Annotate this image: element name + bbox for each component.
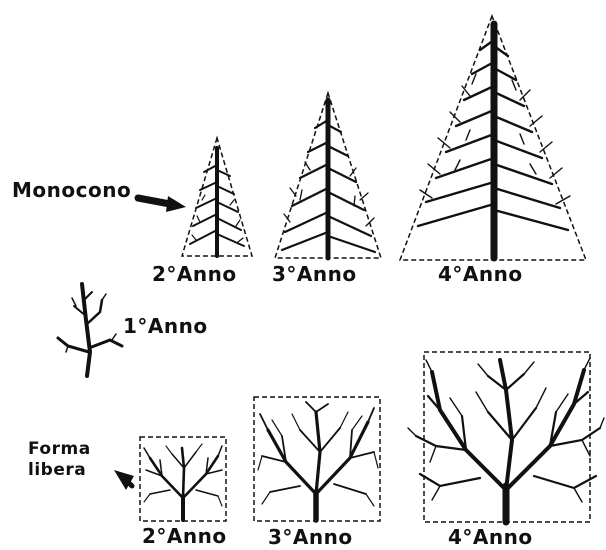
monocono-arrow [138, 196, 186, 212]
monocono-tree-year2 [182, 138, 252, 256]
libera-tree-year4 [408, 352, 604, 522]
label-monocono: Monocono [12, 180, 131, 200]
libera-tree-year3 [254, 397, 380, 521]
sapling-year1 [58, 284, 122, 376]
monocono-tree-year4 [400, 16, 586, 260]
label-libera-anno4: 4°Anno [448, 527, 533, 547]
libera-arrow [114, 470, 134, 490]
label-forma: Forma [28, 441, 91, 458]
libera-tree-year2 [140, 437, 226, 521]
label-anno1: 1°Anno [123, 316, 208, 336]
label-mono-anno4: 4°Anno [438, 264, 523, 284]
monocono-tree-year3 [275, 93, 381, 258]
label-mono-anno2: 2°Anno [152, 264, 237, 284]
label-mono-anno3: 3°Anno [272, 264, 357, 284]
label-libera-anno3: 3°Anno [268, 527, 353, 547]
label-libera-anno2: 2°Anno [142, 526, 227, 546]
label-libera: libera [28, 462, 86, 479]
